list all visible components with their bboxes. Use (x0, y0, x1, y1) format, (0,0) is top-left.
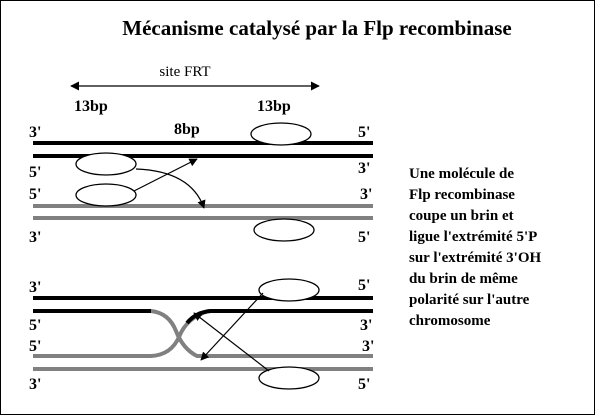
flp-recombinase-ellipse-icon (75, 152, 137, 176)
description-line: coupe un brin et (409, 208, 514, 224)
flp-recombinase-ellipse-icon (253, 218, 315, 242)
straight-arrow-icon (200, 292, 264, 361)
description-line: du brin de même (409, 271, 518, 287)
end-label-5prime: 5' (29, 317, 41, 334)
end-label-3prime: 3' (360, 317, 372, 334)
flp-recombinase-ellipse-icon (258, 278, 320, 302)
description-line: sur l'extrémité 3'OH (409, 250, 542, 266)
end-label-3prime: 3' (358, 160, 370, 177)
end-label-5prime: 5' (358, 124, 370, 141)
description-text: Une molécule de Flp recombinase coupe un… (409, 166, 542, 329)
end-label-5prime: 5' (358, 277, 370, 294)
end-label-3prime: 3' (29, 279, 41, 296)
end-label-5prime: 5' (29, 186, 41, 203)
end-label-5prime: 5' (29, 338, 41, 355)
bp-spacer-label: 8bp (174, 121, 200, 138)
flp-recombinase-ellipse-icon (250, 122, 312, 146)
description-line: polarité sur l'autre (409, 292, 530, 308)
description-line: ligue l'extrémité 5'P (409, 229, 537, 245)
description-line: chromosome (409, 313, 491, 329)
chromosome1-bottom-strand-right (185, 309, 373, 325)
curved-arrow-icon (135, 168, 206, 209)
end-label-3prime: 3' (29, 229, 41, 246)
flp-recombinase-ellipse-icon (75, 183, 137, 207)
end-label-3prime: 3' (29, 376, 41, 393)
end-label-3prime: 3' (362, 338, 374, 355)
end-label-5prime: 5' (358, 229, 370, 246)
description-line: Flp recombinase (409, 187, 515, 203)
description-line: Une molécule de (409, 166, 514, 182)
bp-right-label: 13bp (257, 98, 291, 115)
end-label-5prime: 5' (29, 164, 41, 181)
end-label-3prime: 3' (29, 124, 41, 141)
flp-recombinase-ellipse-icon (258, 366, 320, 390)
frt-site-label: site FRT (159, 64, 210, 80)
bp-left-label: 13bp (74, 98, 108, 115)
straight-arrow-icon (193, 312, 270, 372)
diagram-title: Mécanisme catalysé par la Flp recombinas… (122, 16, 511, 40)
straight-arrow-icon (133, 158, 198, 192)
crossover-gray-strand (33, 309, 373, 358)
end-label-3prime: 3' (360, 186, 372, 203)
end-label-5prime: 5' (358, 376, 370, 393)
exchanged-strand-gray (33, 309, 373, 358)
